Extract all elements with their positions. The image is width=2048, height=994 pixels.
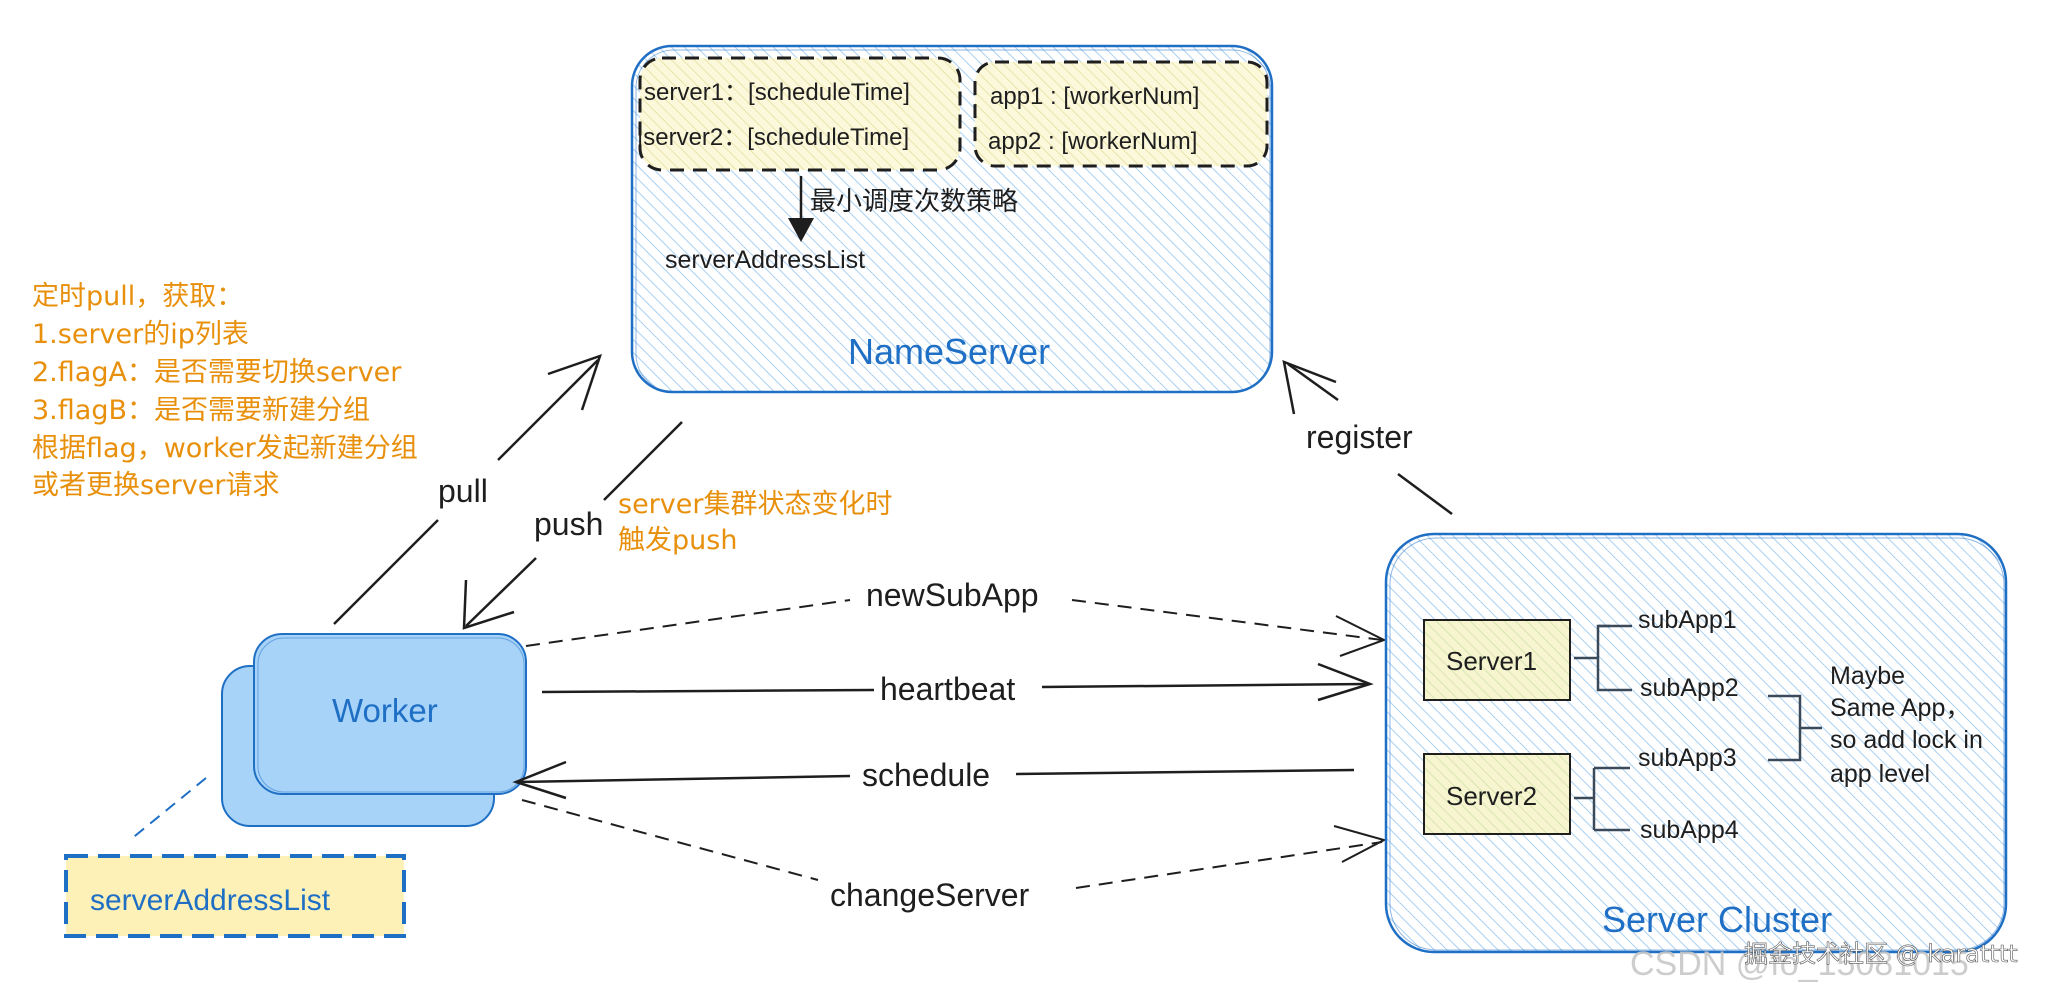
- pull-note-line-3: 2.flagA：是否需要切换server: [32, 357, 402, 388]
- worker-address-list: serverAddressList: [90, 884, 331, 917]
- app-worker-group: app1 : [workerNum] app2 : [workerNum]: [973, 60, 1269, 168]
- subapp-lock-bracket: [1768, 694, 1822, 762]
- server1-row: server1：[scheduleTime]: [644, 79, 910, 106]
- nameserver-address-list: serverAddressList: [665, 246, 865, 274]
- app2-row: app2 : [workerNum]: [988, 128, 1197, 155]
- worker-address-list-box: serverAddressList: [64, 854, 406, 938]
- push-label: push: [534, 506, 603, 542]
- server2-box: Server2: [1423, 753, 1571, 835]
- pull-note-line-4: 3.flagB：是否需要新建分组: [32, 395, 370, 426]
- lock-note: Maybe Same App， so add lock in app level: [1830, 662, 1983, 788]
- nameserver-title: NameServer: [848, 331, 1050, 372]
- server1-branches: [1574, 624, 1632, 692]
- pull-label: pull: [438, 473, 488, 509]
- pull-arrow: [333, 353, 602, 625]
- strategy-arrow: [788, 176, 814, 242]
- register-label: register: [1306, 419, 1413, 455]
- lock-note-line-1: Maybe: [1830, 662, 1905, 690]
- push-note: server集群状态变化时 触发push: [618, 489, 892, 556]
- worker-title: Worker: [332, 692, 438, 729]
- schedule-label: schedule: [862, 757, 990, 793]
- strategy-label: 最小调度次数策略: [810, 187, 1018, 217]
- worker-stack: [221, 633, 527, 827]
- worker-connector: [129, 777, 207, 841]
- lock-note-line-2: Same App，: [1830, 694, 1970, 722]
- cluster-title: Server Cluster: [1602, 899, 1832, 940]
- new-sub-app-arrow: [525, 599, 1387, 657]
- push-note-line-1: server集群状态变化时: [618, 489, 892, 520]
- push-arrow: [462, 421, 683, 630]
- schedule-arrow: [512, 760, 1355, 800]
- subapp2-label: subApp2: [1640, 674, 1739, 702]
- subapp1-label: subApp1: [1638, 606, 1737, 634]
- lock-note-line-3: so add lock in: [1830, 726, 1983, 754]
- subapp3-label: subApp3: [1638, 744, 1737, 772]
- server1-box: Server1: [1423, 619, 1571, 701]
- server2-row: |server2：[scheduleTime]: [637, 124, 909, 151]
- app1-row: app1 : [workerNum]: [990, 83, 1199, 110]
- heartbeat-label: heartbeat: [880, 671, 1015, 707]
- change-server-arrow: [521, 799, 1387, 889]
- push-note-line-2: 触发push: [618, 525, 737, 556]
- pull-note-line-5: 根据flag，worker发起新建分组: [32, 433, 418, 464]
- pull-note-line-2: 1.server的ip列表: [32, 319, 249, 350]
- server2-branches: [1574, 766, 1630, 832]
- change-server-label: changeServer: [830, 877, 1030, 913]
- pull-note-line-1: 定时pull，获取：: [32, 281, 243, 312]
- server-schedule-group: server1：[scheduleTime] |server2：[schedul…: [637, 56, 962, 172]
- heartbeat-arrow: [541, 662, 1374, 702]
- register-arrow: [1282, 360, 1453, 516]
- pull-note-line-6: 或者更换server请求: [32, 470, 279, 501]
- server2-label: Server2: [1446, 781, 1537, 811]
- lock-note-line-4: app level: [1830, 760, 1930, 788]
- subapp4-label: subApp4: [1640, 816, 1739, 844]
- watermark-csdn: CSDN @fo_15081015: [1630, 945, 1969, 983]
- new-sub-app-label: newSubApp: [866, 577, 1039, 613]
- pull-note: 定时pull，获取： 1.server的ip列表 2.flagA：是否需要切换s…: [32, 281, 418, 501]
- server1-label: Server1: [1446, 646, 1537, 676]
- watermark-juejin: 掘金技术社区 @ karatttt: [1744, 940, 2018, 968]
